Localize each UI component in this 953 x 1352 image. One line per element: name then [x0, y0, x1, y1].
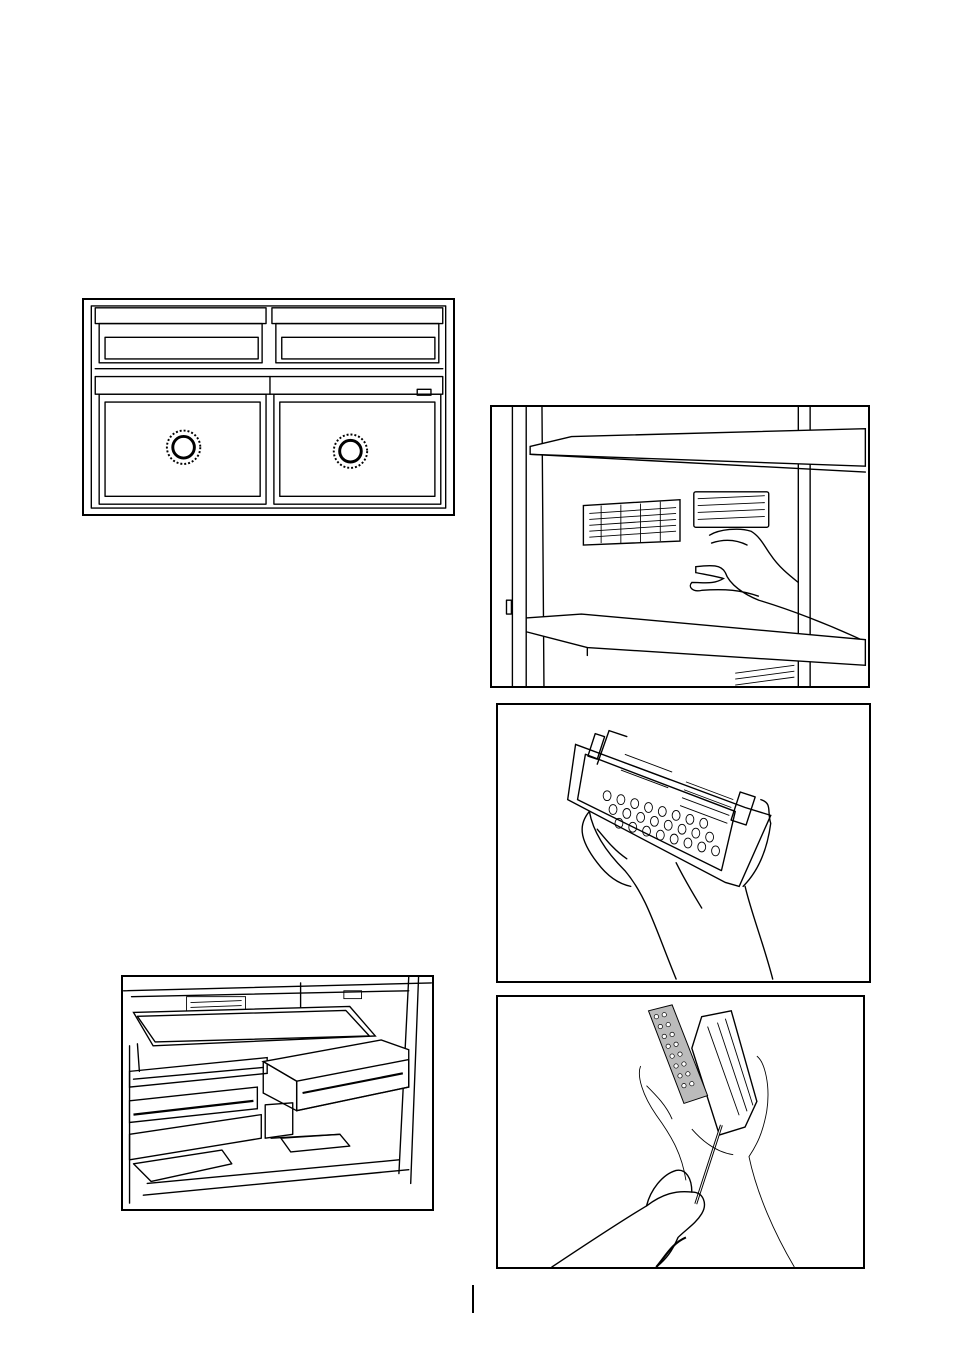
freezer-drawers-with-ice-makers-icon: [84, 300, 453, 514]
filter-cartridge-figure: [496, 703, 871, 983]
hand-holding-filter-cartridge-icon: [498, 705, 869, 981]
vent-cover-left: [583, 500, 680, 545]
open-crisper-drawer-icon: [123, 977, 432, 1209]
hands-removing-filter-insert-icon: [498, 997, 863, 1267]
open-drawer: [263, 1040, 408, 1111]
filter-replacement-figure: [496, 995, 865, 1269]
hand-removing-vent-cover-icon: [492, 407, 868, 686]
page-marker: [472, 1285, 474, 1313]
crisper-drawer-figure: [121, 975, 434, 1211]
drawers-front-view-figure: [82, 298, 455, 516]
vent-slots-right: [694, 492, 769, 527]
vent-removal-figure: [490, 405, 870, 688]
